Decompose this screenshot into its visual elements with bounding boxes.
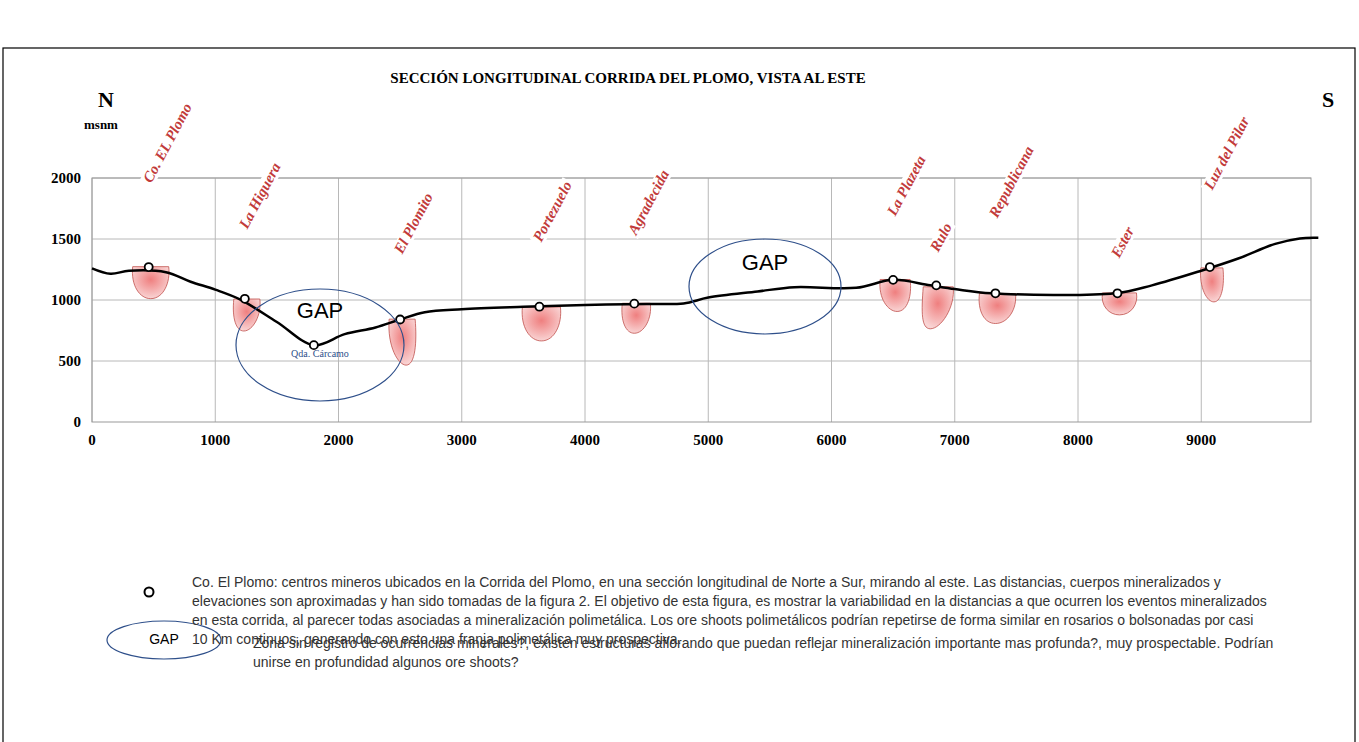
ore-shoot bbox=[979, 294, 1016, 324]
y-tick: 1500 bbox=[50, 231, 82, 248]
south-label: S bbox=[1322, 87, 1334, 113]
terrain-profile bbox=[92, 238, 1318, 345]
mine-name: Rulo bbox=[927, 219, 956, 256]
x-tick: 6000 bbox=[816, 432, 848, 449]
mine-name: Agradecida bbox=[625, 165, 673, 238]
axis-unit: msnm bbox=[84, 117, 118, 133]
mine-point bbox=[1113, 289, 1121, 297]
ore-shoot bbox=[389, 319, 416, 365]
legend-text: Zona sin registro de ocurrencias mineral… bbox=[253, 634, 1293, 672]
mine-name: El Plomito bbox=[391, 189, 437, 258]
ore-shoot bbox=[922, 287, 953, 329]
place-name: Qda. Cárcamo bbox=[291, 348, 349, 359]
x-tick: 3000 bbox=[446, 432, 478, 449]
x-tick: 0 bbox=[87, 432, 97, 449]
ore-shoot bbox=[1201, 268, 1224, 302]
x-tick: 7000 bbox=[939, 432, 971, 449]
mine-name: Ester bbox=[1108, 223, 1138, 262]
grid-line bbox=[92, 361, 1311, 362]
mine-point bbox=[535, 303, 543, 311]
north-label: N bbox=[98, 87, 114, 113]
legend-gap-label: GAP bbox=[149, 631, 179, 647]
mine-name: Republicana bbox=[986, 142, 1038, 222]
ellipse bbox=[236, 289, 404, 401]
mine-point bbox=[310, 341, 318, 349]
mine-point bbox=[630, 300, 638, 308]
gap-label: GAP bbox=[297, 298, 343, 324]
mine-point bbox=[932, 281, 940, 289]
mine-point bbox=[145, 263, 153, 271]
mine-name: La Higuera bbox=[236, 158, 285, 232]
gap-zone: GAP bbox=[688, 238, 842, 335]
chart-title: SECCIÓN LONGITUDINAL CORRIDA DEL PLOMO, … bbox=[390, 70, 865, 87]
gap-label: GAP bbox=[742, 250, 788, 276]
y-tick: 2000 bbox=[50, 170, 82, 187]
x-tick: 2000 bbox=[323, 432, 355, 449]
frame bbox=[3, 48, 1355, 742]
gap-zone: GAP Qda. Cárcamo bbox=[235, 288, 405, 402]
mine-point bbox=[241, 295, 249, 303]
x-tick: 9000 bbox=[1185, 432, 1217, 449]
mine-point bbox=[1206, 263, 1214, 271]
x-tick: 5000 bbox=[692, 432, 724, 449]
y-tick: 1000 bbox=[50, 292, 82, 309]
x-tick: 1000 bbox=[199, 432, 231, 449]
y-tick: 0 bbox=[73, 414, 83, 431]
x-tick: 8000 bbox=[1062, 432, 1094, 449]
ellipse bbox=[689, 239, 841, 334]
mine-name: Co. EL Plomo bbox=[139, 100, 195, 188]
x-tick: 4000 bbox=[569, 432, 601, 449]
mine-name: Portezuelo bbox=[530, 177, 576, 246]
y-tick: 500 bbox=[58, 353, 83, 370]
ore-shoot bbox=[522, 307, 561, 341]
mine-point bbox=[889, 276, 897, 284]
mine-name: La Plazeta bbox=[884, 151, 930, 219]
mine-name: Luz del Pilar bbox=[1201, 113, 1254, 194]
legend-symbol bbox=[145, 588, 154, 597]
mine-point bbox=[991, 289, 999, 297]
